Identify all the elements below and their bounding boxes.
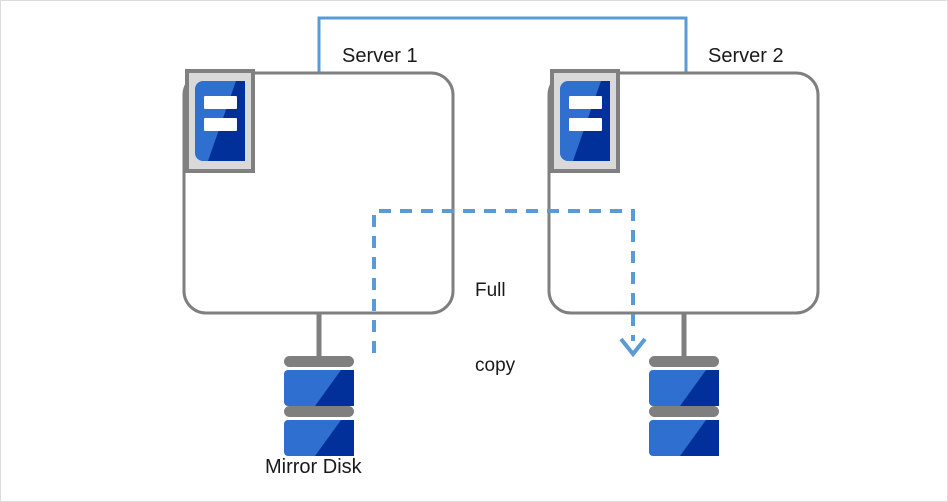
- server-icon-slot-bottom: [204, 118, 237, 131]
- full-copy-label-line1: Full: [475, 280, 506, 301]
- disk-platter-bar-middle: [649, 406, 719, 417]
- disk-platter-bar-top: [649, 356, 719, 367]
- disk-block-dark: [315, 420, 354, 456]
- disk-block-lower: [284, 420, 354, 456]
- server-2-label: Server 2: [708, 45, 784, 67]
- server-icon-slot-top: [204, 96, 237, 109]
- disk-platter-bar-middle: [284, 406, 354, 417]
- server-2-rack-icon: [550, 69, 620, 173]
- full-copy-dashed-path: [372, 209, 635, 353]
- server-icon-slot-top: [569, 96, 602, 109]
- full-copy-flow-connector: [372, 209, 647, 358]
- full-copy-arrowhead: [619, 337, 647, 358]
- mirror-disk-2-icon: [649, 356, 719, 456]
- disk-block-dark: [680, 420, 719, 456]
- disk-block-lower: [649, 420, 719, 456]
- disk-block-upper: [649, 370, 719, 406]
- disk-block-upper: [284, 370, 354, 406]
- heartbeat-link-path: [317, 16, 688, 73]
- disk-block-dark: [315, 370, 354, 406]
- full-copy-label: Full copy: [475, 228, 515, 428]
- disk-block-dark: [680, 370, 719, 406]
- server-icon-slot-bottom: [569, 118, 602, 131]
- disk-platter-bar-top: [284, 356, 354, 367]
- mirror-disk-label: Mirror Disk: [265, 456, 362, 478]
- server-1-rack-icon: [185, 69, 255, 173]
- mirror-disk-1-icon: [284, 356, 354, 456]
- heartbeat-link-connector: [317, 16, 688, 73]
- full-copy-label-line2: copy: [475, 355, 516, 376]
- server-1-label: Server 1: [342, 45, 418, 67]
